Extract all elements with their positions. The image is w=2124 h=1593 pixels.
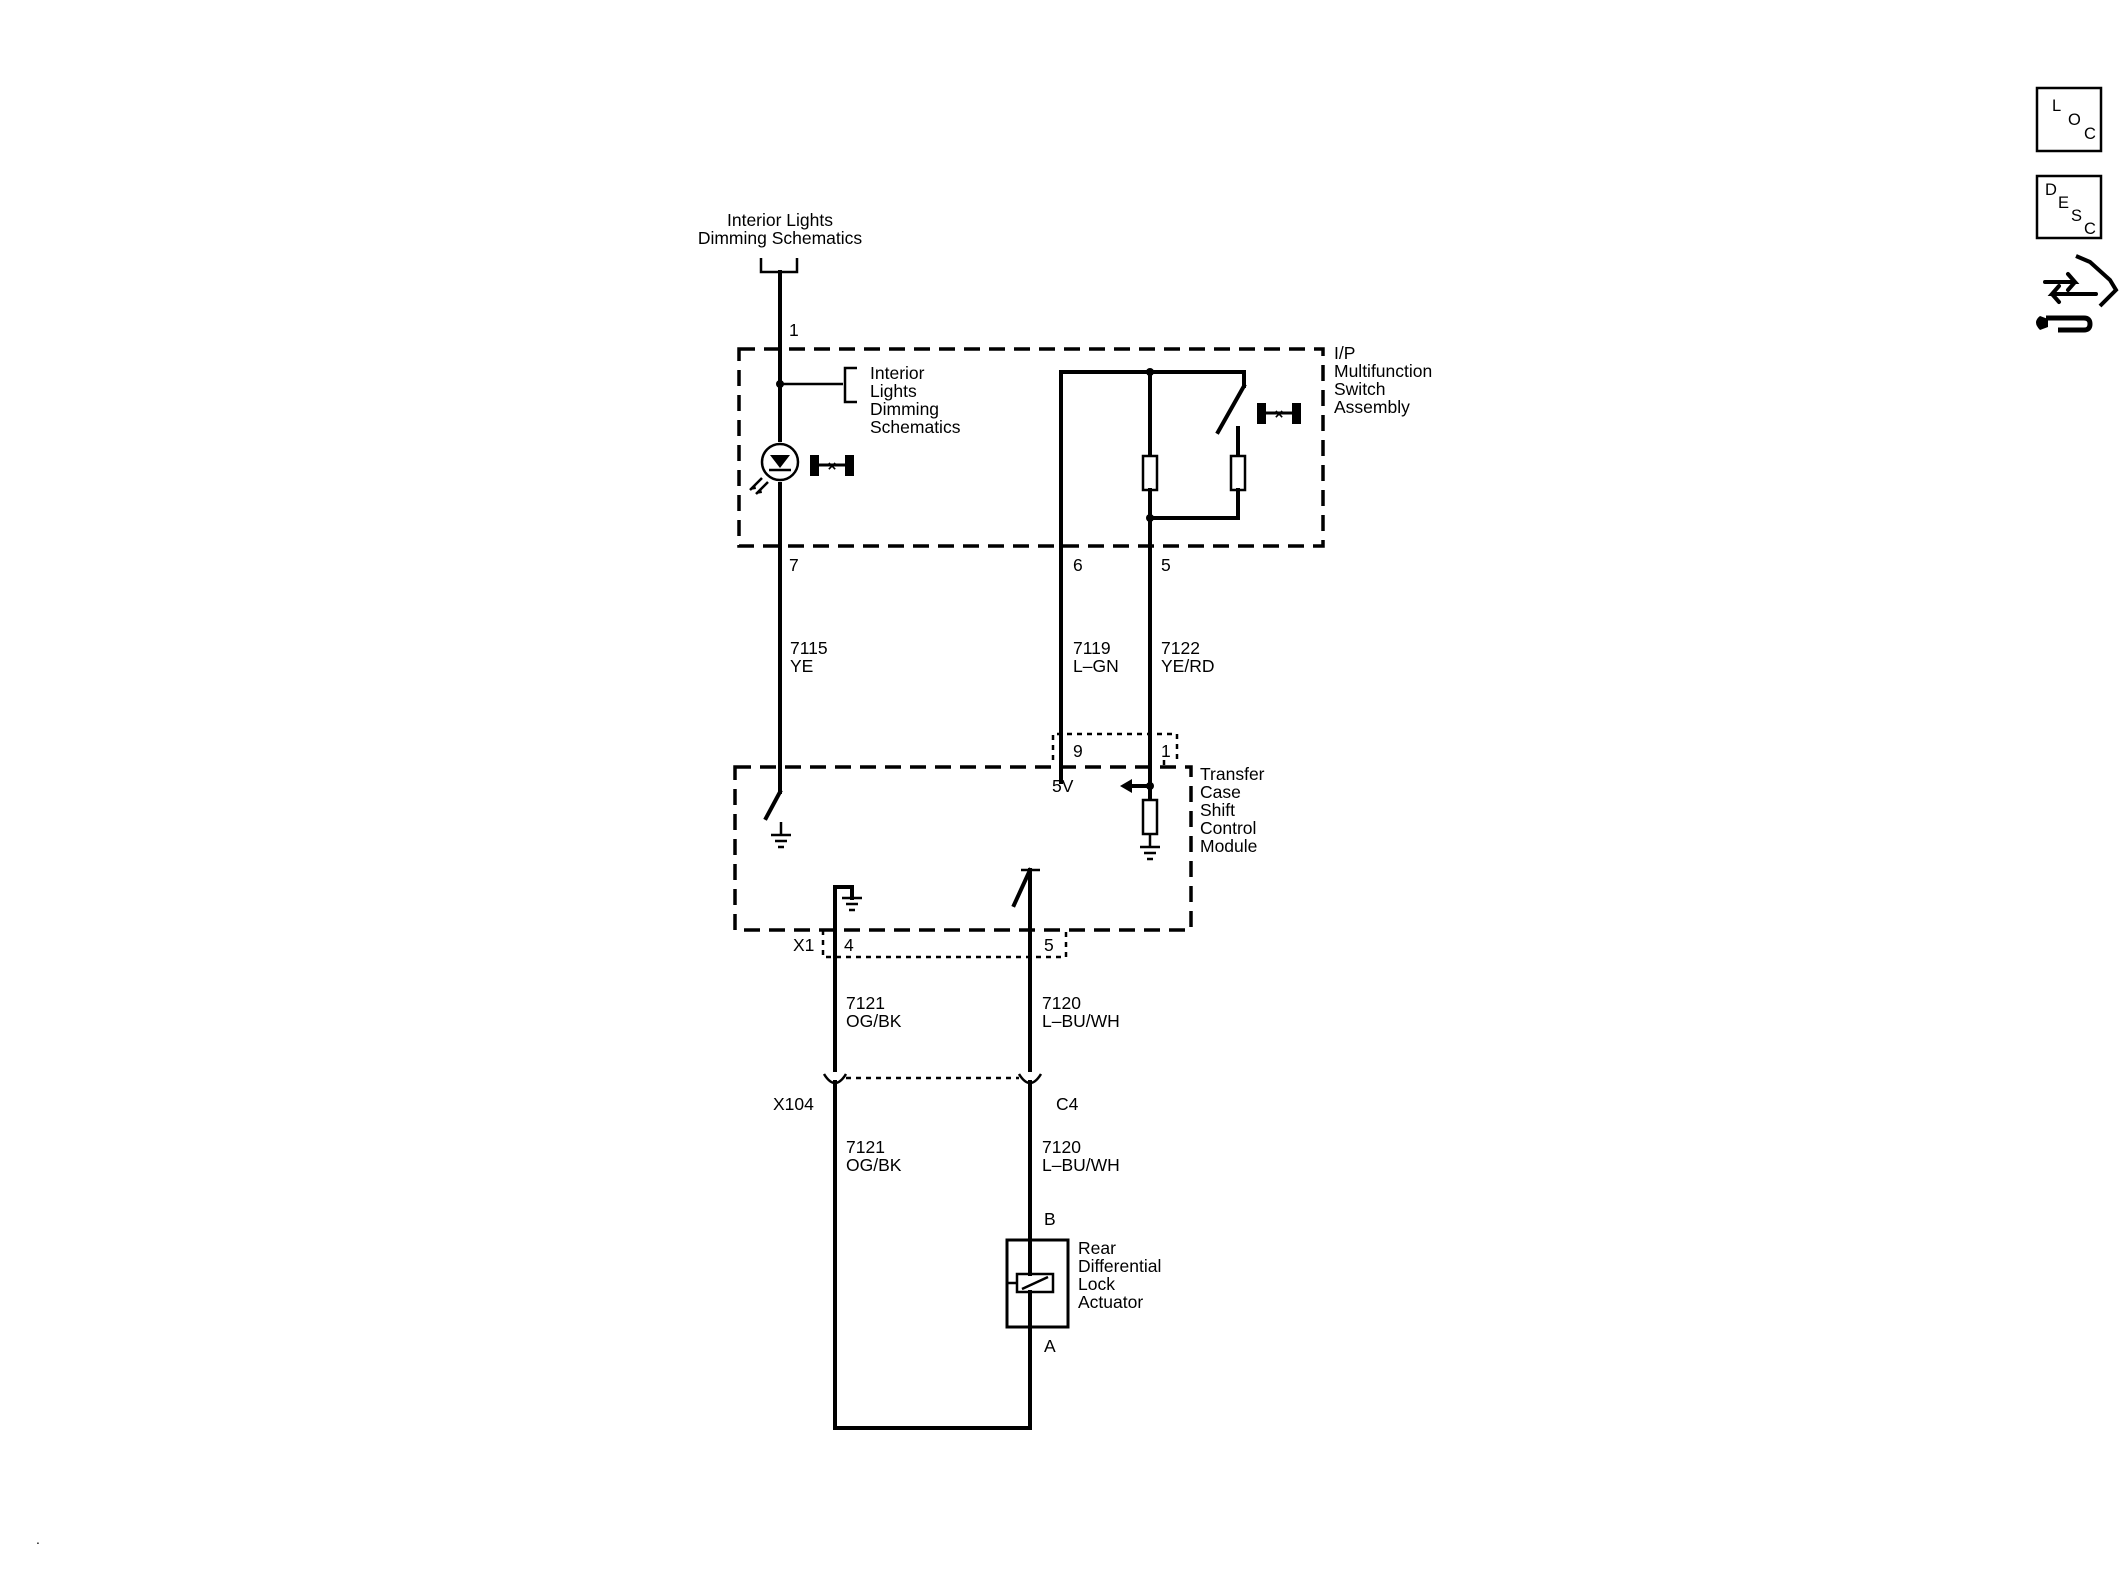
svg-text:Switch: Switch [1334, 379, 1386, 399]
svg-text:YE: YE [790, 656, 813, 676]
top-ref-line1: Interior Lights [727, 210, 833, 230]
svg-text:S: S [2071, 207, 2082, 225]
top-ref-line2: Dimming Schematics [698, 228, 863, 248]
ip-switch-assembly-label: I/P Multifunction Switch Assembly [1334, 343, 1432, 417]
svg-text:YE/RD: YE/RD [1161, 656, 1214, 676]
svg-text:×: × [1275, 406, 1284, 423]
top-ref-bracket [759, 258, 799, 274]
svg-text:7122: 7122 [1161, 638, 1200, 658]
ground-icon [1140, 834, 1160, 861]
actuator-label: Rear Differential Lock Actuator [1078, 1238, 1161, 1312]
connector-x104-label: X104 [773, 1094, 814, 1114]
svg-text:Actuator: Actuator [1078, 1292, 1143, 1312]
svg-text:7121: 7121 [846, 1137, 885, 1157]
svg-text:Dimming: Dimming [870, 399, 939, 419]
connector-x1-label: X1 [793, 935, 814, 955]
svg-text:C: C [2084, 125, 2096, 143]
top-reference[interactable]: Interior Lights Dimming Schematics [698, 210, 863, 274]
wire-label-7120-bottom: 7120 L–BU/WH [1042, 1137, 1120, 1175]
wire-label-7121-top: 7121 OG/BK [846, 993, 902, 1031]
tccm-upper-connector [1051, 732, 1179, 760]
wire-label-7119: 7119 L–GN [1073, 638, 1119, 676]
tccm-pin-4: 4 [844, 935, 854, 955]
tccm-pin-1: 1 [1161, 741, 1171, 761]
led-icon [749, 442, 800, 495]
ip-pin-1: 1 [789, 320, 799, 340]
resistor-icon [1229, 454, 1247, 492]
svg-text:I/P: I/P [1334, 343, 1355, 363]
tccm-input-switch [763, 789, 783, 821]
desc-icon[interactable]: D E S C [2035, 174, 2103, 240]
resistor-icon [1141, 454, 1159, 492]
svg-text:Differential: Differential [1078, 1256, 1161, 1276]
inline-disconnect-icon: × [810, 455, 854, 476]
svg-text:7115: 7115 [790, 638, 828, 658]
ip-pin-6: 6 [1073, 555, 1083, 575]
svg-text:×: × [828, 458, 837, 475]
tccm-outline [733, 765, 1193, 932]
corner-mark: . [36, 1531, 40, 1547]
svg-text:C: C [2084, 220, 2096, 238]
inline-connector-c4 [1017, 1062, 1043, 1094]
tccm-pin-9: 9 [1073, 741, 1083, 761]
svg-text:Assembly: Assembly [1334, 397, 1410, 417]
svg-text:Rear: Rear [1078, 1238, 1116, 1258]
connector-c4-label: C4 [1056, 1094, 1079, 1114]
svg-text:OG/BK: OG/BK [846, 1011, 902, 1031]
svg-text:Schematics: Schematics [870, 417, 961, 437]
ground-icon [771, 822, 791, 849]
rear-differential-lock-actuator[interactable] [1005, 1238, 1070, 1329]
svg-text:D: D [2045, 181, 2057, 199]
loc-icon[interactable]: L O C [2035, 86, 2103, 153]
tccm-lower-connector [821, 930, 1068, 959]
wire-7121[interactable] [833, 885, 854, 1430]
svg-text:7120: 7120 [1042, 1137, 1081, 1157]
svg-text:Lock: Lock [1078, 1274, 1115, 1294]
svg-text:L–GN: L–GN [1073, 656, 1119, 676]
svg-text:L: L [2052, 97, 2061, 115]
switch-contact [1215, 383, 1247, 435]
svg-text:Multifunction: Multifunction [1334, 361, 1432, 381]
wire-label-7115: 7115 YE [790, 638, 828, 676]
svg-text:Module: Module [1200, 836, 1257, 856]
svg-text:7120: 7120 [1042, 993, 1081, 1013]
svg-text:Lights: Lights [870, 381, 917, 401]
svg-text:7119: 7119 [1073, 638, 1111, 658]
actuator-pin-a: A [1044, 1336, 1056, 1356]
wire-label-7122: 7122 YE/RD [1161, 638, 1214, 676]
wire-label-7120-top: 7120 L–BU/WH [1042, 993, 1120, 1031]
svg-text:L–BU/WH: L–BU/WH [1042, 1155, 1120, 1175]
wire-label-7121-bottom: 7121 OG/BK [846, 1137, 902, 1175]
side-ref-bracket [843, 366, 857, 404]
svg-text:L–BU/WH: L–BU/WH [1042, 1011, 1120, 1031]
ip-switch-assembly-outline [737, 347, 1325, 548]
actuator-pin-b: B [1044, 1209, 1056, 1229]
svg-text:7121: 7121 [846, 993, 885, 1013]
inline-connector-x104 [822, 1062, 848, 1094]
resistor-icon [1141, 798, 1159, 836]
svg-text:Interior: Interior [870, 363, 925, 383]
tccm-pin-5: 5 [1044, 935, 1054, 955]
svg-text:Case: Case [1200, 782, 1241, 802]
svg-text:E: E [2058, 194, 2069, 212]
connector-tool-icon[interactable] [2036, 254, 2119, 333]
inline-disconnect-icon: × [1257, 403, 1301, 424]
svg-text:Shift: Shift [1200, 800, 1235, 820]
side-reference-label[interactable]: Interior Lights Dimming Schematics [870, 363, 961, 437]
tccm-output-switch [1011, 867, 1033, 908]
svg-text:OG/BK: OG/BK [846, 1155, 902, 1175]
tccm-label: Transfer Case Shift Control Module [1200, 764, 1265, 856]
ground-icon [842, 896, 862, 912]
ip-pin-5: 5 [1161, 555, 1171, 575]
ip-pin-7: 7 [789, 555, 799, 575]
svg-text:Control: Control [1200, 818, 1256, 838]
svg-text:O: O [2068, 111, 2081, 129]
svg-text:Transfer: Transfer [1200, 764, 1265, 784]
tccm-5v-label: 5V [1052, 776, 1074, 796]
